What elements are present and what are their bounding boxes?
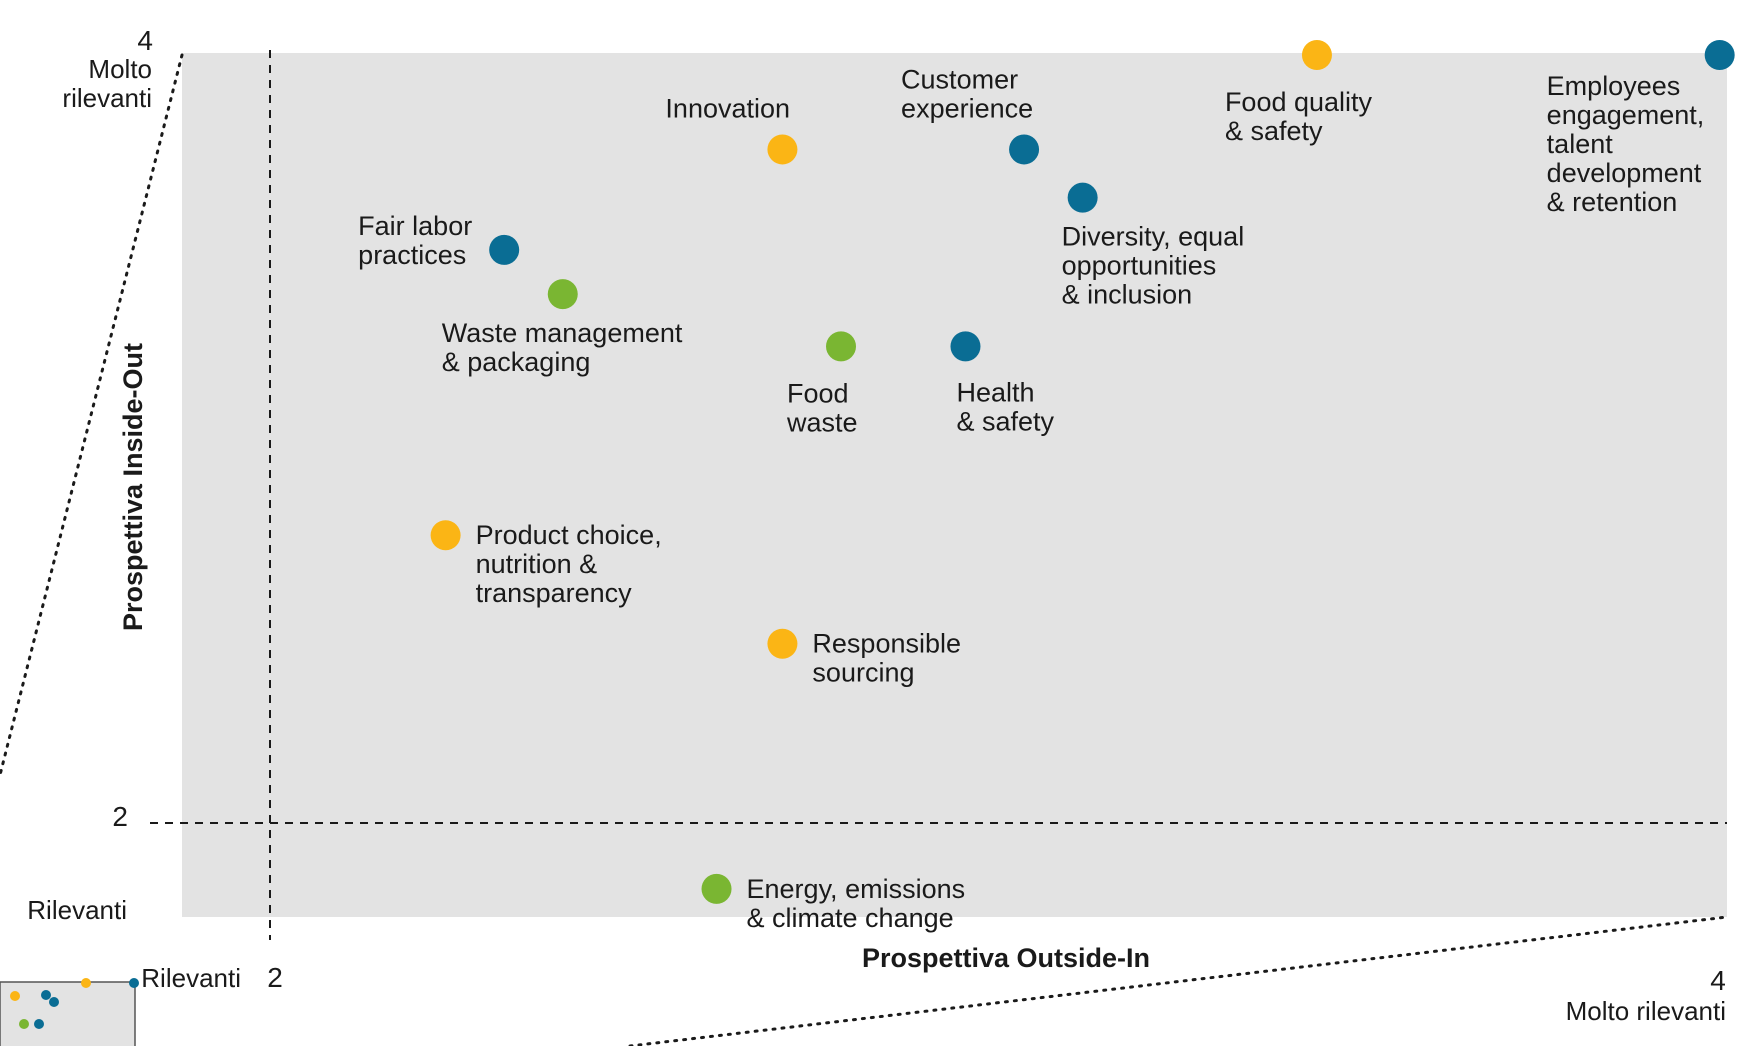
data-point-marker (547, 279, 578, 310)
data-point-marker (701, 873, 732, 904)
data-point-label: engagement, (1547, 100, 1705, 130)
data-point: Health& safety (950, 331, 1055, 436)
thumbnail-dot (41, 990, 51, 1000)
data-point-label: experience (901, 93, 1033, 123)
thumbnail-dot (129, 978, 139, 988)
data-point: Product choice,nutrition &transparency (430, 520, 662, 608)
y-axis-title: Prospettiva Inside-Out (118, 343, 148, 631)
y-perspective-line (0, 53, 184, 777)
data-point-label: Fair labor (358, 211, 472, 241)
thumbnail-dot (34, 1019, 44, 1029)
data-point-label: Diversity, equal (1062, 222, 1245, 252)
thumbnail-dot (19, 1019, 29, 1029)
x-axis-high-label: Molto rilevanti (1566, 996, 1726, 1026)
y-tick-top: 4 (137, 25, 153, 56)
y-axis-high-label-line2: rilevanti (62, 83, 152, 113)
data-point-label: Employees (1547, 71, 1681, 101)
data-point-marker (489, 234, 520, 265)
data-point-label: & safety (1225, 116, 1323, 146)
data-point-marker (767, 134, 798, 165)
data-point-marker (430, 520, 461, 551)
data-point-label: Health (956, 377, 1034, 407)
x-perspective-line (628, 915, 1729, 1046)
data-point-label: talent (1547, 129, 1614, 159)
x-axis-title: Prospettiva Outside-In (862, 943, 1150, 973)
x-tick-right: 4 (1710, 965, 1726, 996)
data-point-marker (767, 628, 798, 659)
data-point: Food quality& safety (1225, 40, 1373, 146)
data-point: Waste management& packaging (442, 279, 683, 377)
data-point-label: Waste management (442, 318, 683, 348)
data-point-label: waste (786, 407, 858, 437)
data-point-marker (826, 331, 857, 362)
x-axis-low-label: Rilevanti (141, 963, 241, 993)
data-point-label: & retention (1547, 187, 1678, 217)
data-point-label: Responsible (812, 629, 961, 659)
y-axis-low-label: Rilevanti (27, 895, 127, 925)
data-point-label: & packaging (442, 347, 591, 377)
data-point-label: & safety (956, 406, 1054, 436)
thumbnail-dot (49, 997, 59, 1007)
data-point-label: Food (787, 378, 849, 408)
thumbnail-inset (0, 978, 139, 1046)
data-point: Innovation (665, 93, 798, 165)
data-point-label: practices (358, 240, 466, 270)
data-point-label: & climate change (747, 903, 954, 933)
data-point-label: Product choice, (476, 520, 662, 550)
data-point-marker (1009, 134, 1040, 165)
data-point-label: nutrition & (476, 549, 598, 579)
data-point-label: Customer (901, 64, 1018, 94)
data-point-label: opportunities (1062, 251, 1217, 281)
data-point-label: Energy, emissions (747, 874, 966, 904)
plot-area (182, 53, 1727, 917)
data-point-label: development (1547, 158, 1702, 188)
data-point-label: Food quality (1225, 87, 1373, 117)
data-point: Energy, emissions& climate change (701, 873, 966, 933)
thumbnail-dot (10, 991, 20, 1001)
data-point-label: & inclusion (1062, 280, 1193, 310)
thumbnail-dot (81, 978, 91, 988)
thumbnail-panel (0, 981, 136, 1046)
data-point-label: sourcing (812, 658, 914, 688)
data-point-label: Innovation (665, 93, 790, 123)
data-point-marker (1067, 182, 1098, 213)
x-tick-left: 2 (267, 962, 283, 993)
y-tick-bottom: 2 (112, 801, 128, 832)
data-point-marker (1704, 40, 1735, 71)
data-point-label: transparency (476, 578, 633, 608)
data-point-marker (950, 331, 981, 362)
data-point-marker (1301, 40, 1332, 71)
y-axis-high-label-line1: Molto (88, 54, 152, 84)
